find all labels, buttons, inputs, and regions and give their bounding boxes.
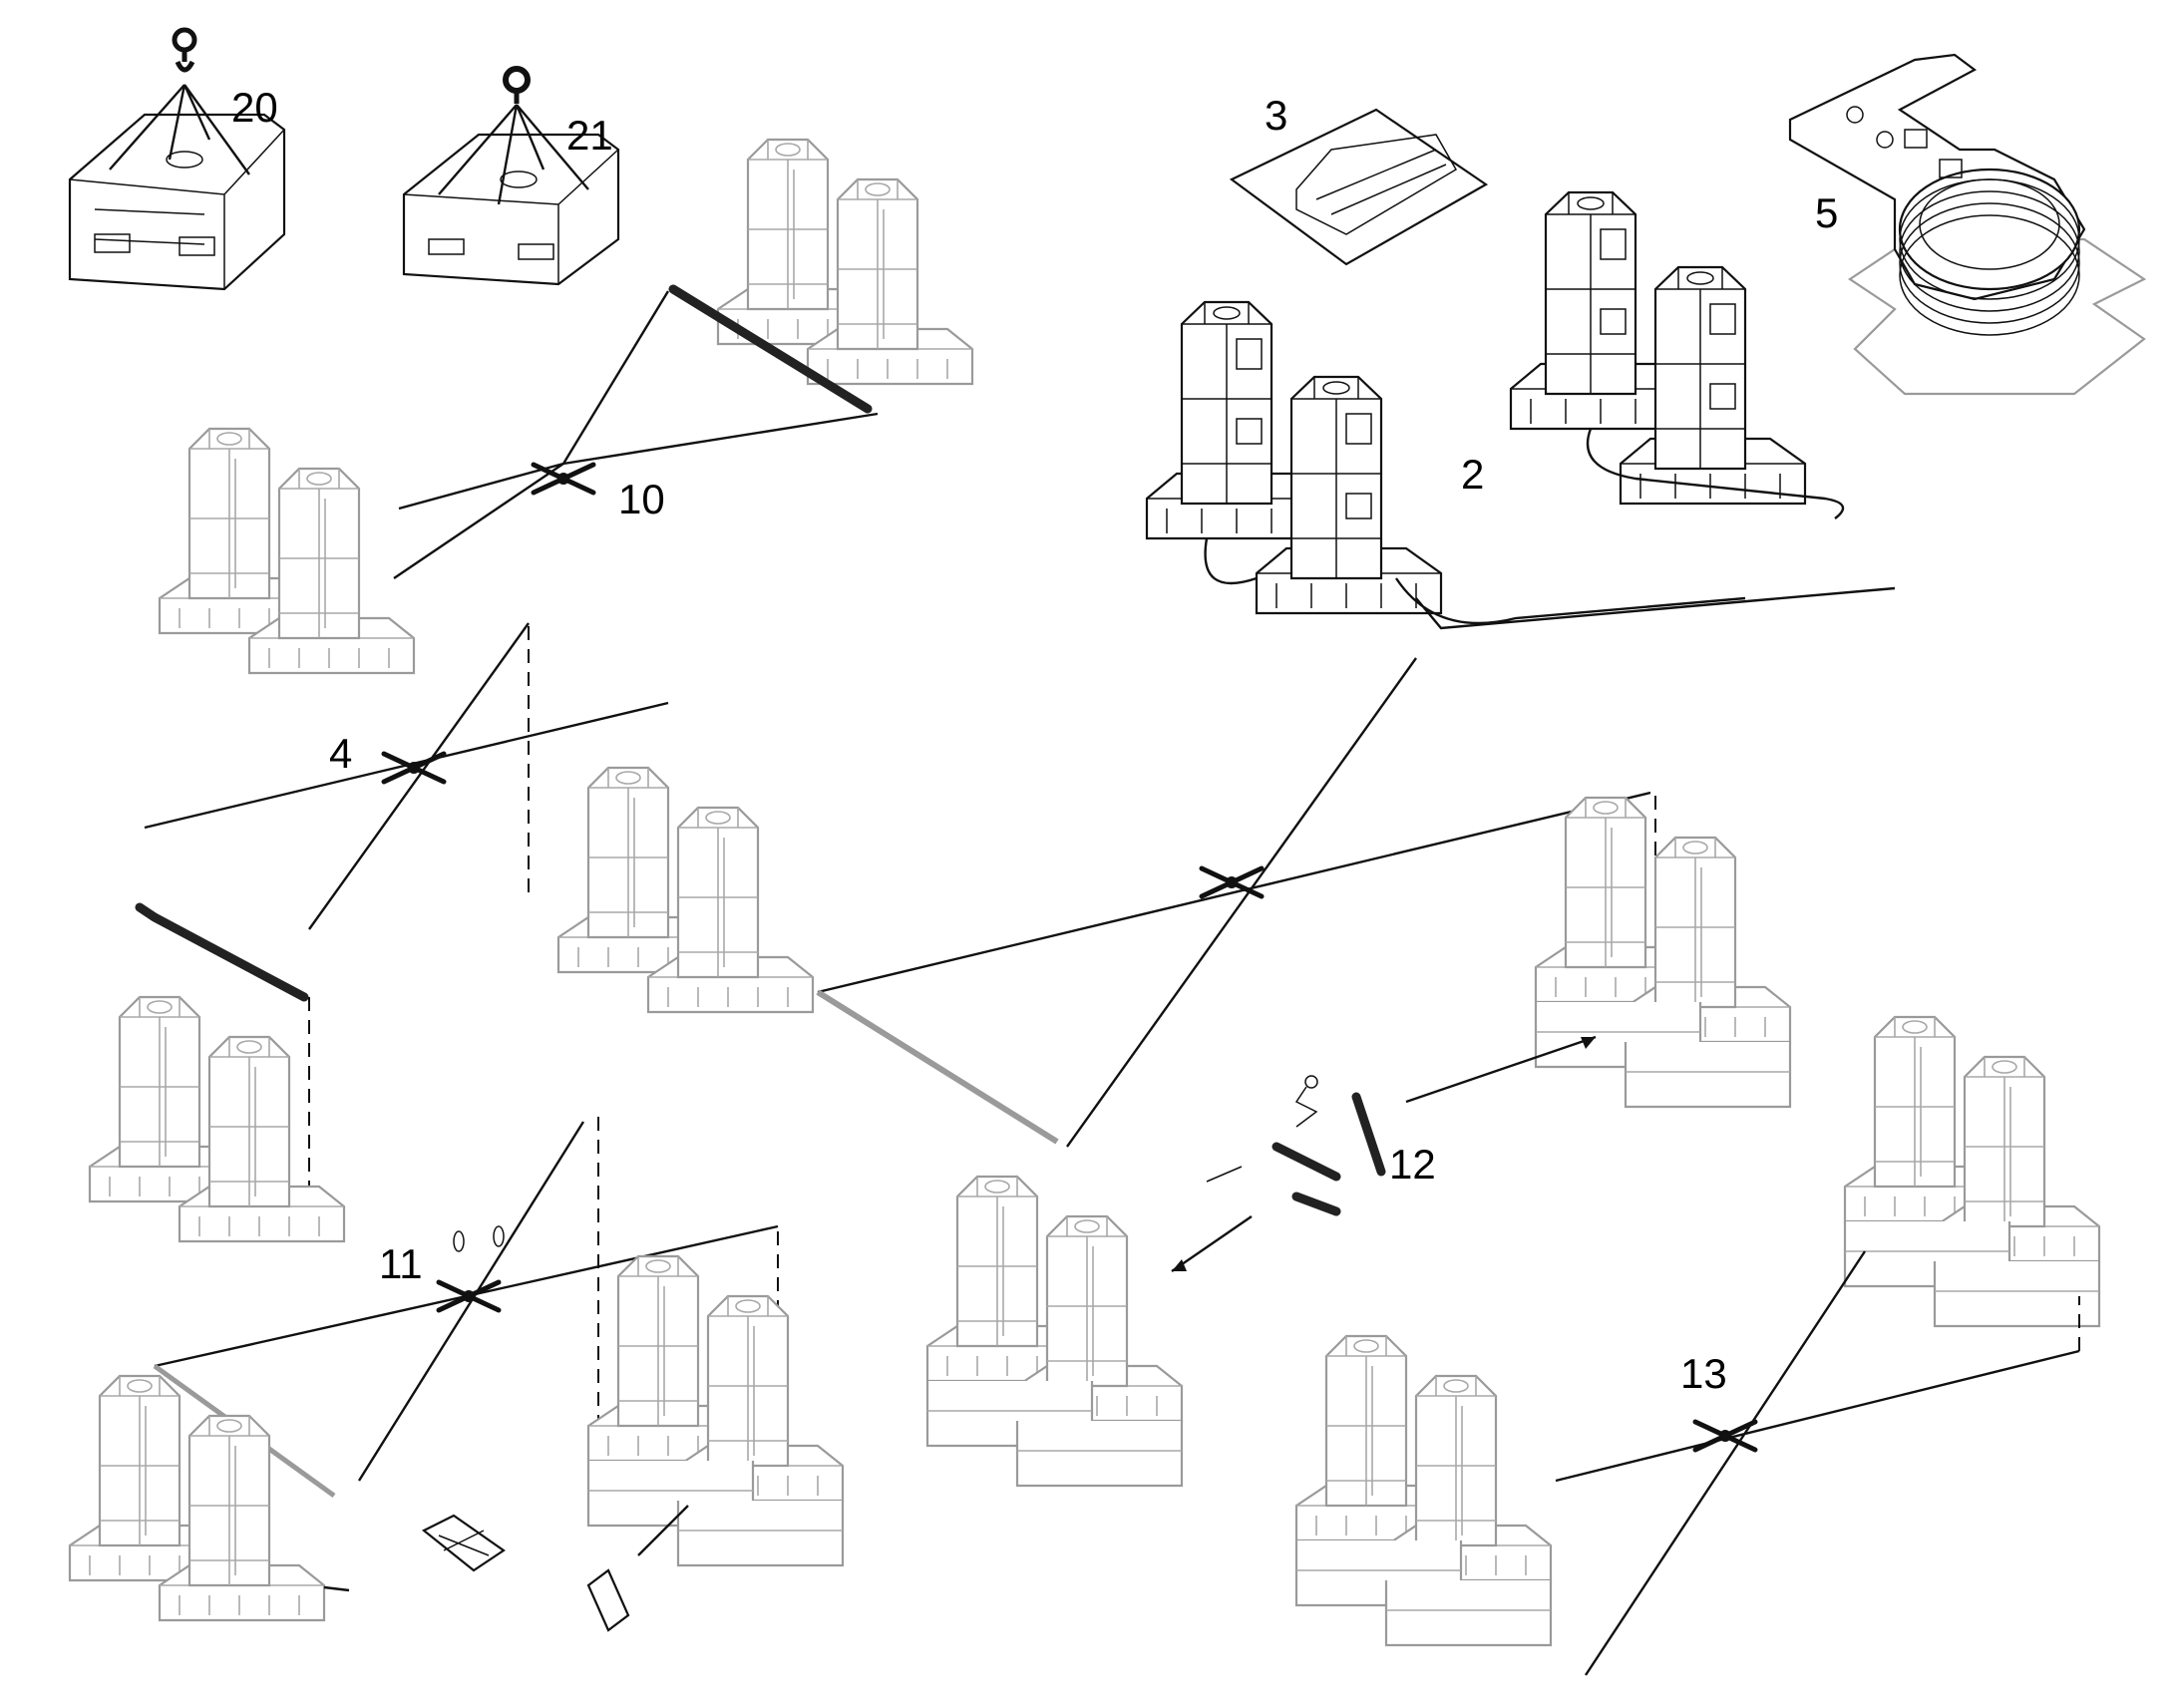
callout-5: 5 [1815,189,1838,236]
callout-12: 12 [1389,1141,1436,1188]
callout-21: 21 [566,112,613,159]
lifting-cap-20 [68,27,286,291]
callout-20: 20 [231,84,278,131]
callout-3: 3 [1265,92,1287,139]
lift-assembly-13 [1296,1017,2099,1676]
lift-assembly-center [816,657,1790,1148]
callout-13: 13 [1680,1350,1727,1397]
callout-2: 2 [1461,451,1484,498]
turntable-5 [1788,53,2147,396]
callout-10: 10 [618,476,665,522]
lifting-cap-21 [402,66,620,286]
callout-4: 4 [329,730,352,777]
base-plate-3 [1229,108,1489,266]
cabled-towers-2 [1147,192,1896,630]
connector-links-12 [927,1035,1597,1486]
lift-assembly-11 [70,1117,843,1632]
callout-11: 11 [379,1240,423,1287]
lift-assembly-10 [160,140,972,673]
lift-assembly-4 [90,622,813,1241]
